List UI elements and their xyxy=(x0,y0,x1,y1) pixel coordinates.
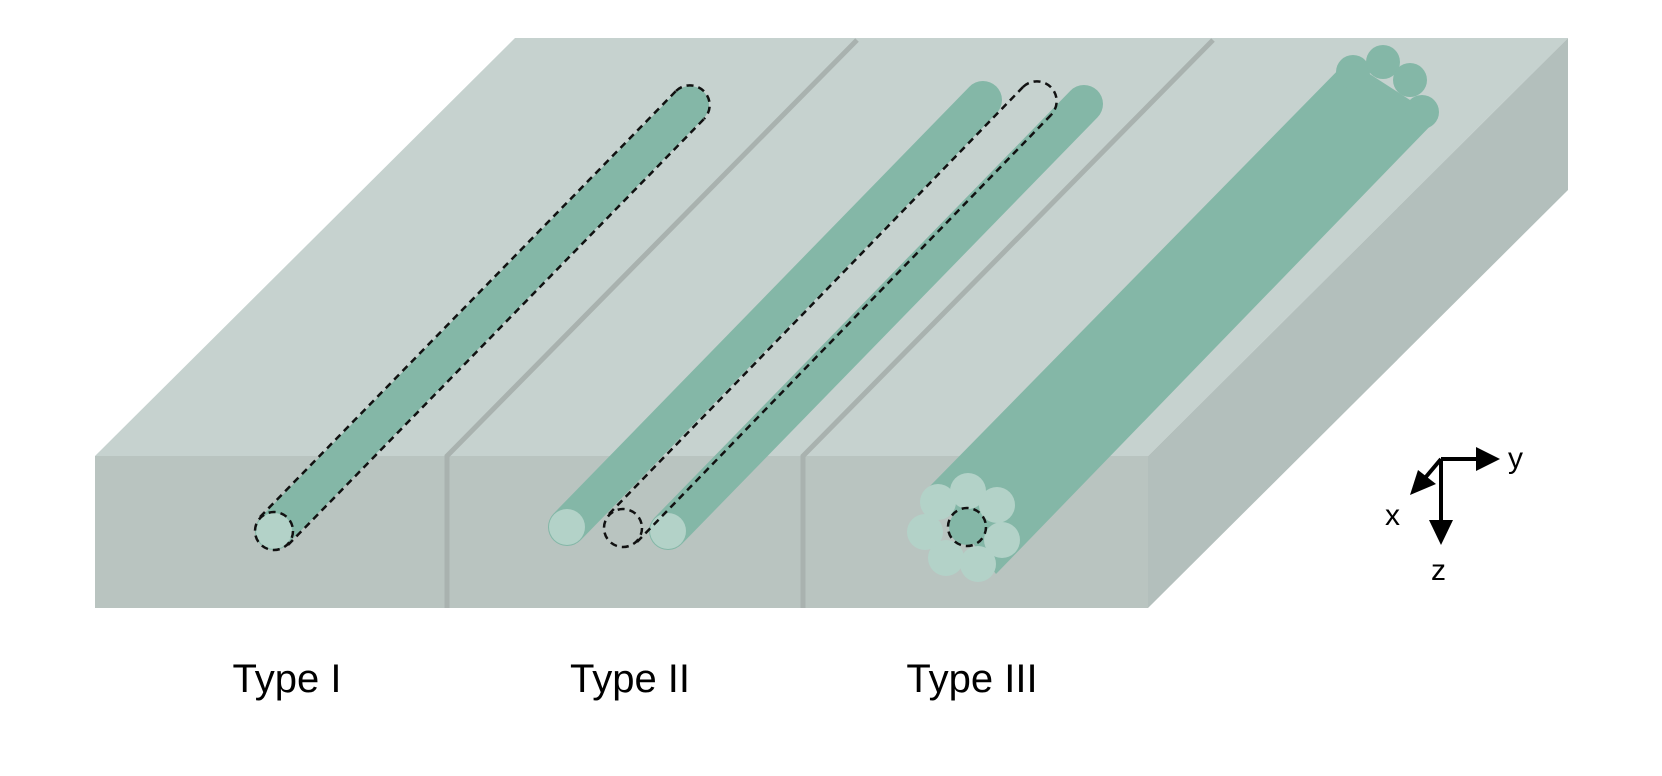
cladding-track-far-end xyxy=(1393,63,1427,97)
cladding-track-end xyxy=(960,546,996,582)
guiding-region-outline-end xyxy=(602,507,644,549)
modification-zone-outline-edge xyxy=(259,90,677,518)
type-1-label: Type I xyxy=(233,657,342,701)
cladding-track-far-end xyxy=(1336,55,1370,89)
waveguide-end-face xyxy=(256,513,292,549)
block-side-face xyxy=(1148,38,1568,608)
damage-track-left-end xyxy=(549,509,585,545)
coordinate-axes: y x z xyxy=(1385,442,1523,587)
modification-zone-outline-cap xyxy=(675,84,711,120)
divider-line-1 xyxy=(444,38,859,608)
cladding-track-end xyxy=(907,514,943,550)
damage-track-right-end xyxy=(650,513,686,549)
x-axis-arrowhead xyxy=(1410,470,1436,495)
guiding-region-outline-edge xyxy=(636,114,1052,543)
y-axis-arrowhead xyxy=(1476,447,1500,471)
type-3-label: Type III xyxy=(906,657,1037,701)
cladding-track-end xyxy=(920,484,956,520)
waveguide-core-end xyxy=(949,509,985,545)
waveguide-core xyxy=(255,86,709,550)
divider-line-2 xyxy=(800,38,1215,608)
cladding-track-end xyxy=(979,487,1015,523)
type-1-waveguide xyxy=(253,84,711,552)
type-3-waveguide xyxy=(907,45,1439,582)
cladding-track-far-end xyxy=(1405,95,1439,129)
damage-track-left xyxy=(548,81,1002,546)
cladding-track-end xyxy=(928,540,964,576)
z-axis-label: z xyxy=(1431,554,1446,587)
y-axis-label: y xyxy=(1508,442,1523,475)
modification-zone-outline-end xyxy=(253,510,295,552)
type-2-waveguide xyxy=(548,80,1103,550)
z-axis-arrowhead xyxy=(1429,520,1453,545)
x-axis-arrow xyxy=(1423,457,1443,480)
section-dividers xyxy=(444,38,1215,608)
damage-track-right xyxy=(649,85,1103,550)
cladding-track-far-end xyxy=(1366,45,1400,79)
x-axis-label: x xyxy=(1385,499,1400,532)
waveguide-core-outline xyxy=(946,506,988,548)
guiding-region-outline-cap xyxy=(1022,80,1058,116)
cladding-track-end xyxy=(984,522,1020,558)
modification-zone-outline-edge xyxy=(287,118,705,546)
block-front-face xyxy=(95,456,1148,608)
cladding-track-end xyxy=(950,473,986,509)
type-2-label: Type II xyxy=(570,657,690,701)
guiding-region-outline-edge xyxy=(608,86,1024,515)
cladding-tracks-body xyxy=(930,60,1438,574)
